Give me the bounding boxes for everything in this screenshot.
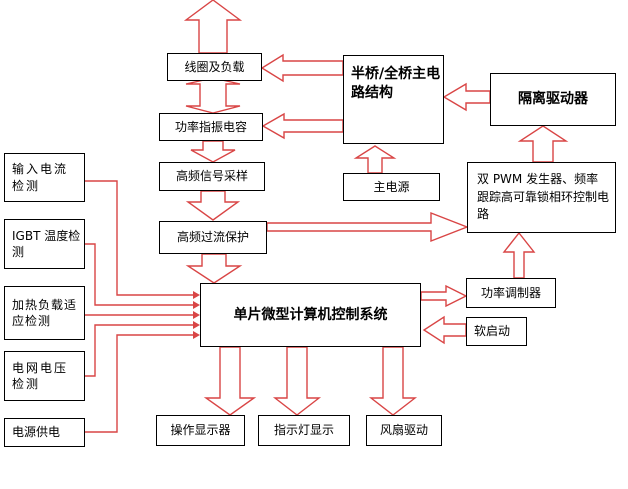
load-adapt-box: 加热负载适应检测 (4, 286, 85, 340)
input-current-label: 输入电流检测 (12, 162, 69, 193)
input-current-box: 输入电流检测 (4, 153, 85, 202)
power-supply-label: 电源供电 (12, 425, 61, 440)
line-igbt-temp (85, 243, 193, 306)
grid-voltage-box: 电网电压检测 (4, 351, 85, 401)
mcu-control-label: 单片微型计算机控制系统 (233, 306, 388, 323)
power-regulator-label: 功率调制器 (480, 285, 541, 300)
arrowhead-grid-voltage (193, 321, 200, 329)
hf-signal-sampling-label: 高频信号采样 (175, 169, 248, 184)
arrowhead-input-current (193, 291, 200, 299)
hf-overcurrent-box: 高频过流保护 (159, 221, 267, 254)
arrow-power-to-bridge (353, 145, 397, 174)
arrowhead-power-supply (193, 331, 200, 339)
display-box: 操作显示器 (156, 415, 245, 446)
load-adapt-label: 加热负载适应检测 (12, 297, 78, 328)
main-power-box: 主电源 (343, 173, 440, 201)
display-label: 操作显示器 (170, 423, 231, 438)
arrow-mcu-to-display (203, 346, 257, 416)
coil-load-box: 线圈及负载 (167, 53, 262, 81)
line-input-current (85, 180, 193, 296)
arrow-mcu-to-fan (368, 346, 418, 416)
hf-signal-sampling-box: 高频信号采样 (159, 162, 265, 191)
line-power-supply (85, 334, 193, 433)
arrow-mcu-to-pwm (502, 231, 536, 279)
indicator-box: 指示灯显示 (258, 415, 350, 446)
arrow-cap-to-sampling (190, 140, 236, 163)
arrow-mcu-to-indicator (272, 346, 322, 416)
coil-load-label: 线圈及负载 (184, 59, 245, 74)
soft-start-label: 软启动 (474, 324, 511, 339)
half-full-bridge-box: 半桥/全桥主电路结构 (343, 55, 444, 144)
dual-pwm-label: 双 PWM 发生器、频率跟踪高可靠锁相环控制电路 (477, 172, 610, 222)
arrow-sampling-to-overcurrent (185, 190, 241, 221)
arrow-bridge-to-cap (261, 112, 344, 140)
mcu-control-box: 单片微型计算机控制系统 (200, 283, 421, 347)
power-supply-box: 电源供电 (4, 418, 85, 447)
igbt-temp-box: IGBT 温度检测 (4, 219, 85, 269)
line-grid-voltage (85, 324, 193, 377)
main-power-label: 主电源 (373, 179, 410, 194)
indicator-label: 指示灯显示 (273, 423, 334, 438)
arrowhead-igbt-temp (193, 301, 200, 309)
soft-start-box: 软启动 (466, 317, 527, 346)
arrow-driver-to-bridge (442, 82, 491, 112)
isolation-driver-label: 隔离驱动器 (518, 91, 588, 108)
arrow-overcurrent-to-mcu (185, 253, 243, 284)
isolation-driver-box: 隔离驱动器 (490, 73, 616, 126)
power-factor-cap-label: 功率指振电容 (174, 119, 247, 134)
fan-drive-box: 风扇驱动 (366, 415, 442, 446)
fan-drive-label: 风扇驱动 (379, 423, 428, 438)
igbt-temp-label: IGBT 温度检测 (12, 228, 81, 259)
arrow-overcurrent-to-pwm (266, 211, 469, 243)
arrow-coil-cap (185, 77, 241, 114)
grid-voltage-label: 电网电压检测 (12, 360, 69, 391)
arrow-output-up (183, 0, 243, 54)
dual-pwm-box: 双 PWM 发生器、频率跟踪高可靠锁相环控制电路 (467, 162, 616, 233)
arrowhead-load-adapt (193, 311, 200, 319)
power-regulator-box: 功率调制器 (466, 278, 556, 308)
power-factor-cap-box: 功率指振电容 (159, 113, 263, 141)
hf-overcurrent-label: 高频过流保护 (176, 230, 249, 245)
half-full-bridge-label: 半桥/全桥主电路结构 (351, 66, 441, 101)
arrow-pwm-to-driver (517, 125, 569, 163)
arrow-bridge-to-coil (260, 53, 344, 83)
arrow-softstart-to-mcu (422, 315, 467, 345)
arrow-mcu-to-regulator (420, 284, 468, 308)
